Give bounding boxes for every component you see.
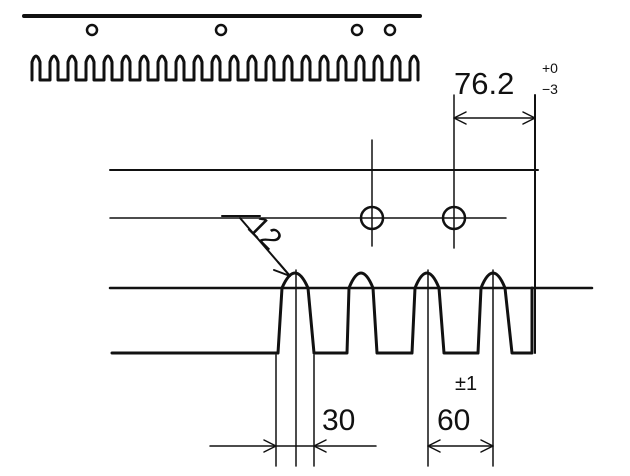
hole-2 bbox=[441, 205, 467, 231]
spacing-value: 60 bbox=[437, 404, 470, 437]
pitch-tol-upper: +0 bbox=[542, 60, 558, 76]
strip-hole-2 bbox=[214, 23, 228, 37]
hole-1 bbox=[359, 205, 385, 231]
strip-comb-profile bbox=[30, 54, 420, 82]
radius-arrow bbox=[273, 261, 291, 277]
dimension-radius: 12 bbox=[221, 210, 291, 277]
dimension-pitch: 76.2 +0 −3 bbox=[453, 60, 558, 125]
strip-hole-3 bbox=[350, 23, 364, 37]
strip-hole-4 bbox=[383, 23, 397, 37]
width-arrow-left bbox=[263, 439, 277, 453]
width-value: 30 bbox=[322, 404, 355, 437]
pitch-tol-lower: −3 bbox=[542, 81, 558, 97]
spacing-tolerance: ±1 bbox=[455, 373, 477, 395]
dimension-spacing: 60 ±1 bbox=[427, 373, 494, 453]
pitch-arrow-left bbox=[453, 111, 467, 125]
spacing-arrow-left bbox=[427, 439, 441, 453]
dimension-width: 30 bbox=[209, 404, 377, 453]
tooth-profile bbox=[110, 271, 534, 355]
pitch-value: 76.2 bbox=[454, 66, 514, 101]
detail-view bbox=[108, 94, 594, 467]
strip-hole-1 bbox=[85, 23, 99, 37]
strip-overview bbox=[22, 14, 422, 82]
spacing-arrow-right bbox=[480, 439, 494, 453]
width-arrow-right bbox=[313, 439, 327, 453]
pitch-arrow-right bbox=[522, 111, 536, 125]
